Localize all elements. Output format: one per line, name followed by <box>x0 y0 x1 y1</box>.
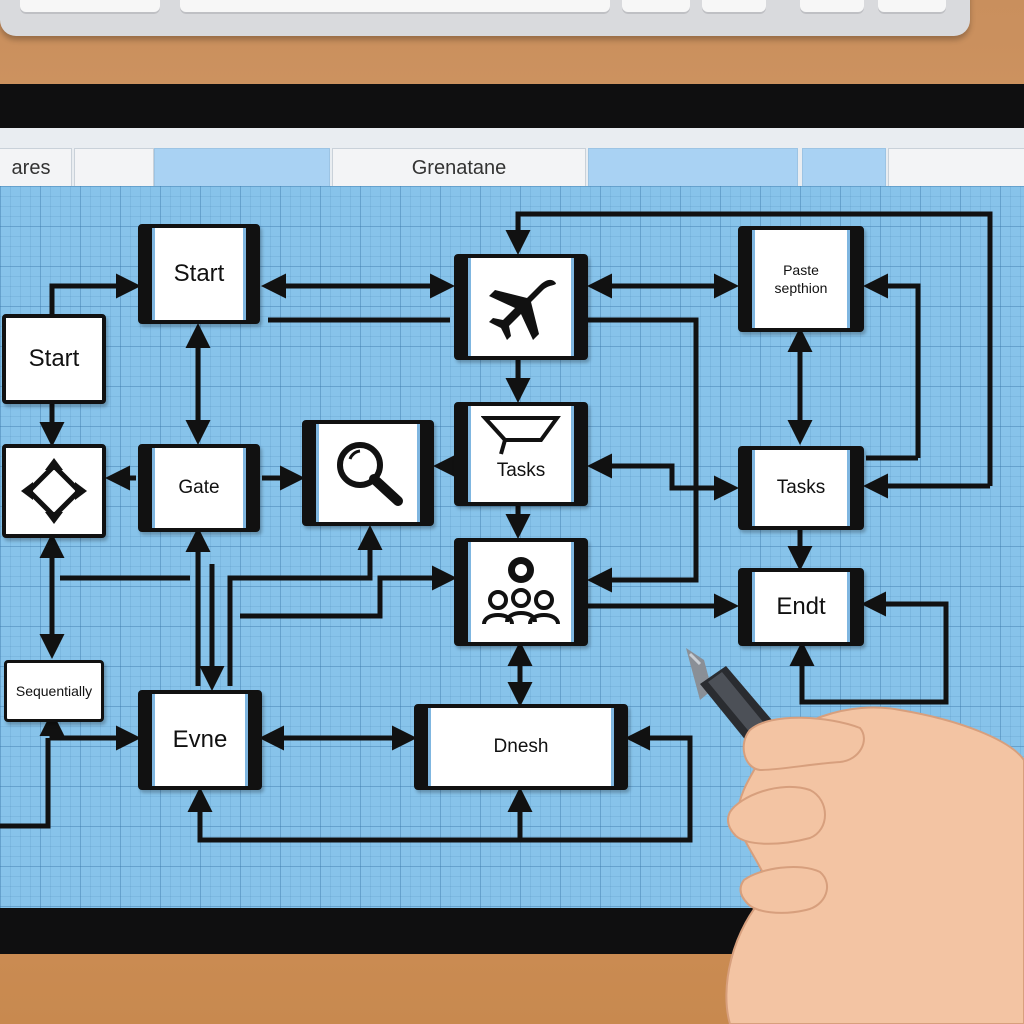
keyboard-key <box>702 0 766 14</box>
connector-line <box>0 738 51 829</box>
keyboard <box>0 0 970 36</box>
connector-arrow <box>187 725 693 843</box>
cart-icon <box>481 416 561 455</box>
tab-bar: ares Grenatane <box>0 128 1024 186</box>
four-arrows-icon <box>21 458 87 524</box>
people-icon <box>482 557 560 625</box>
tablet-screen: ares Grenatane <box>0 128 1024 908</box>
node-tasks-right[interactable]: Tasks <box>738 446 864 530</box>
connector-arrow <box>863 273 921 458</box>
connector-arrow <box>240 565 457 619</box>
node-paste-section[interactable]: Paste septhion <box>738 226 864 332</box>
diagram-canvas[interactable]: Start Start Gate <box>0 186 1024 908</box>
tab-blank[interactable] <box>74 148 154 186</box>
node-search[interactable] <box>302 420 434 526</box>
tab-shares[interactable]: ares <box>0 148 72 186</box>
tab-blue[interactable] <box>588 148 798 186</box>
node-gate[interactable]: Gate <box>138 444 260 532</box>
node-label: Endt <box>776 593 826 620</box>
node-label: Evne <box>172 726 228 753</box>
tab-blank[interactable] <box>888 148 1024 186</box>
node-expand[interactable] <box>2 444 106 538</box>
node-label: Paste septhion <box>774 262 828 296</box>
connector-arrow <box>39 711 141 751</box>
node-label: Start <box>173 260 225 287</box>
node-start-left[interactable]: Start <box>2 314 106 404</box>
node-label: Gate <box>178 477 220 498</box>
connector-arrow <box>587 317 699 593</box>
node-sequentially[interactable]: Sequentially <box>4 660 104 722</box>
connector-arrow <box>505 211 993 486</box>
node-label: Sequentially <box>15 683 93 699</box>
connector-lines <box>0 211 993 843</box>
node-label: Dnesh <box>493 736 549 757</box>
connector-arrow <box>49 273 141 314</box>
airplane-icon <box>489 279 556 340</box>
keyboard-key <box>878 0 946 14</box>
connector-arrow <box>227 525 383 686</box>
node-label: Start <box>28 345 80 372</box>
keyboard-spacebar <box>180 0 610 14</box>
magnifier-icon <box>337 442 403 506</box>
node-label: Tasks <box>776 477 826 498</box>
tab-blue[interactable] <box>154 148 330 186</box>
keyboard-key <box>20 0 160 14</box>
node-label: Tasks <box>496 460 546 481</box>
tab-grenatane[interactable]: Grenatane <box>332 148 586 186</box>
node-endt[interactable]: Endt <box>738 568 864 646</box>
keyboard-key <box>622 0 690 14</box>
task-content: Tasks <box>471 414 571 494</box>
node-tasks-center[interactable]: Tasks <box>454 402 588 506</box>
keyboard-key <box>800 0 864 14</box>
node-dnesh[interactable]: Dnesh <box>414 704 628 790</box>
node-flight[interactable] <box>454 254 588 360</box>
node-start-top[interactable]: Start <box>138 224 260 324</box>
connector-arrow <box>587 453 739 501</box>
tab-blue[interactable] <box>802 148 886 186</box>
node-evne[interactable]: Evne <box>138 690 262 790</box>
node-team[interactable] <box>454 538 588 646</box>
